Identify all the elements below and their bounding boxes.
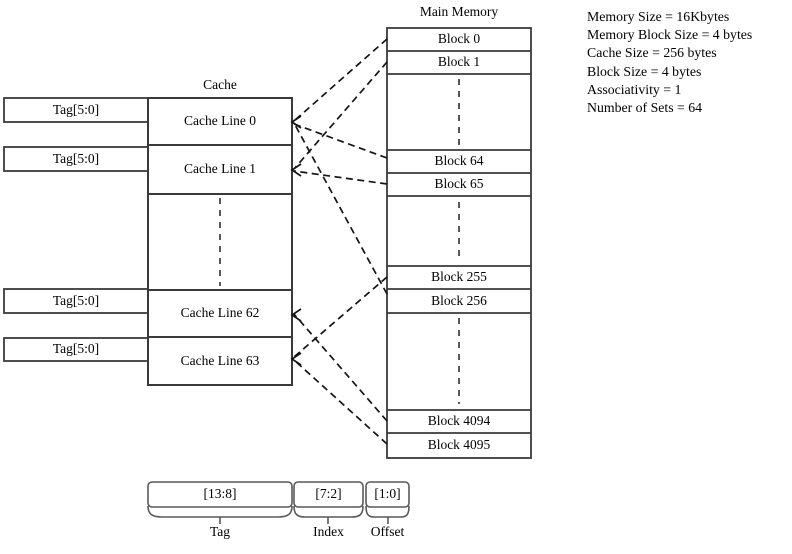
tag-label: Tag[5:0] xyxy=(52,341,100,357)
memory-block-label: Block 255 xyxy=(431,269,487,285)
address-label-tag: Tag xyxy=(209,524,231,540)
cache-line-label: Cache Line 0 xyxy=(184,113,256,129)
mapping-line-block255-line63 xyxy=(293,276,388,358)
tag-box-0 xyxy=(3,97,149,123)
arrowhead-cache-line-62 xyxy=(290,308,302,322)
mapping-line-block256-line0 xyxy=(293,122,388,295)
tag-label: Tag[5:0] xyxy=(52,292,100,308)
main-memory-title: Main Memory xyxy=(419,3,499,19)
info-cache-size: Cache Size = 256 bytes xyxy=(587,45,717,60)
address-bits-index: [7:2] xyxy=(315,486,342,502)
address-label-offset: Offset xyxy=(370,524,405,540)
memory-block-label: Block 65 xyxy=(434,176,484,192)
address-field-box-index xyxy=(293,481,364,508)
address-field-box-offset xyxy=(365,481,410,508)
cache-line-label: Cache Line 63 xyxy=(180,352,260,368)
tag-box-1 xyxy=(3,146,149,172)
info-associativity: Associativity = 1 xyxy=(587,82,682,97)
memory-block-label: Block 4095 xyxy=(427,436,491,452)
cache-line-label: Cache Line 1 xyxy=(184,161,256,177)
address-bits-tag: [13:8] xyxy=(203,486,237,502)
info-memory-block-size: Memory Block Size = 4 bytes xyxy=(587,27,753,42)
cache-line-label: Cache Line 62 xyxy=(180,305,260,321)
mapping-line-block4094-line62 xyxy=(293,313,388,422)
mapping-line-block0-line0 xyxy=(293,38,388,122)
arrowhead-cache-line-0 xyxy=(290,115,302,129)
info-block-size: Block Size = 4 bytes xyxy=(587,64,702,79)
memory-block-label: Block 0 xyxy=(437,31,481,47)
memory-block-label: Block 64 xyxy=(434,153,484,169)
mapping-line-block64-line0 xyxy=(293,123,388,159)
memory-block-label: Block 256 xyxy=(431,292,487,308)
tag-box-62 xyxy=(3,288,149,314)
memory-block-label: Block 1 xyxy=(437,54,481,70)
address-field-box-tag xyxy=(147,481,293,508)
mapping-line-block4095-line63 xyxy=(293,359,388,445)
tag-label: Tag[5:0] xyxy=(52,101,100,117)
tag-label: Tag[5:0] xyxy=(52,150,100,166)
info-memory-size: Memory Size = 16Kbytes xyxy=(587,9,730,24)
cache-title: Cache xyxy=(203,77,237,93)
info-number-of-sets: Number of Sets = 64 xyxy=(587,100,703,115)
address-bits-offset: [1:0] xyxy=(374,486,401,502)
arrowhead-cache-line-63 xyxy=(290,352,302,366)
address-label-index: Index xyxy=(313,524,344,540)
memory-block-label: Block 4094 xyxy=(427,413,491,429)
arrowhead-cache-line-1 xyxy=(290,163,302,177)
mapping-line-block65-line1 xyxy=(293,170,388,185)
